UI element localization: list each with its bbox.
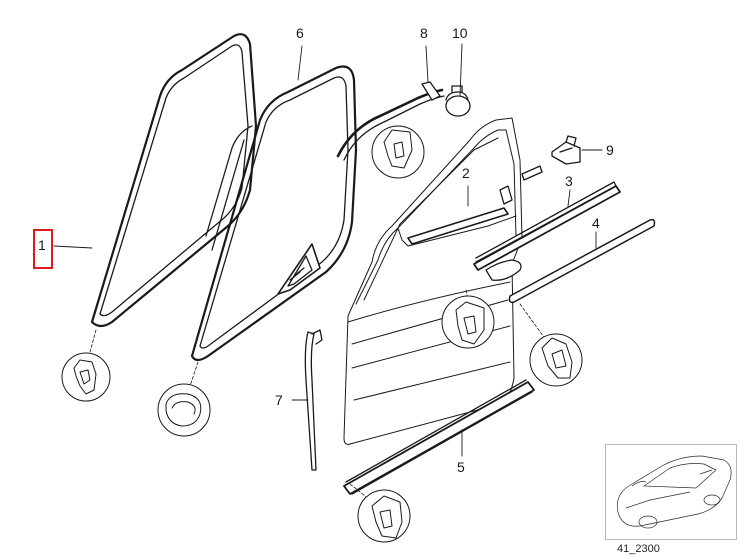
part-1-highlight: [33, 229, 53, 269]
part-5-sill-strip: [343, 379, 535, 495]
callout-8: 8: [420, 25, 428, 41]
callout-10: 10: [452, 25, 468, 41]
callout-3: 3: [565, 173, 573, 189]
part-2-inner-belt-strip: [407, 165, 543, 245]
part-9-clip: [551, 135, 581, 165]
part-1-door-frame-seal: [90, 33, 258, 328]
part-6-door-opening-seal: [190, 65, 358, 362]
leader-lines: [53, 43, 603, 457]
seal-profile-detail-icon: [61, 125, 583, 543]
callout-2: 2: [462, 165, 470, 181]
callout-4: 4: [592, 215, 600, 231]
part-4-trim-strip: [508, 218, 656, 304]
callout-9: 9: [606, 142, 614, 158]
callout-7: 7: [275, 392, 283, 408]
vehicle-thumbnail-frame[interactable]: [605, 444, 737, 540]
part-7-pillar-seal: [304, 329, 323, 471]
callout-1: 1: [38, 237, 46, 253]
part-10-plug: [445, 85, 471, 117]
part-8-window-channel: [277, 81, 445, 295]
diagram-reference-code: 41_2300: [617, 543, 660, 555]
callout-6: 6: [296, 25, 304, 41]
part-3-outer-belt-strip: [473, 181, 621, 281]
car-thumbnail-icon: [616, 455, 732, 529]
door-shell: [343, 117, 523, 445]
callout-5: 5: [457, 459, 465, 475]
